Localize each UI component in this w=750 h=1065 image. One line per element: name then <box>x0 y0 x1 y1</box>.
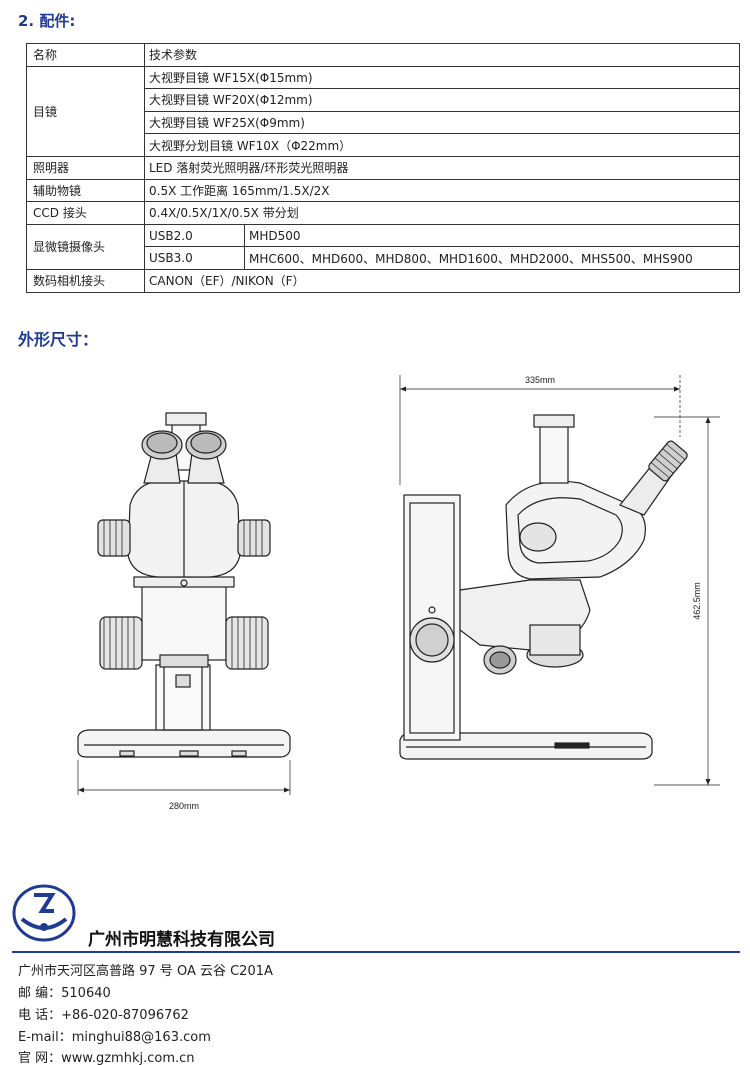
ccd-label: CCD 接头 <box>26 201 145 225</box>
postcode-value: 510640 <box>61 986 111 1001</box>
eyepiece-item: 大视野分划目镜 WF10X（Φ22mm） <box>144 133 740 157</box>
divider <box>12 951 740 953</box>
side-height-label: 462.5mm <box>692 582 702 620</box>
side-view: 335mm 462.5mm <box>399 375 720 786</box>
eyepiece-label: 目镜 <box>26 65 145 157</box>
camera-models: MHD500 <box>244 223 740 248</box>
header-spec: 技术参数 <box>144 43 740 67</box>
company-name: 广州市明慧科技有限公司 <box>88 930 275 950</box>
company-logo <box>12 884 76 942</box>
camera-label: 显微镜摄像头 <box>26 223 145 270</box>
ccd-value: 0.4X/0.5X/1X/0.5X 带分划 <box>144 201 740 225</box>
dslr-label: 数码相机接头 <box>26 268 145 293</box>
table-row: USB3.0 MHC600、MHD600、MHD800、MHD1600、MHD2… <box>27 246 740 270</box>
camera-models: MHC600、MHD600、MHD800、MHD1600、MHD2000、MHS… <box>244 246 740 270</box>
dimension-drawing: 280mm <box>77 375 720 811</box>
website-line: 官 网：www.gzmhkj.com.cn <box>18 1047 195 1065</box>
illumination-value: LED 落射荧光照明器/环形荧光照明器 <box>144 155 740 180</box>
camera-type: USB3.0 <box>144 246 245 270</box>
front-width-label: 280mm <box>169 801 199 811</box>
website-link[interactable]: www.gzmhkj.com.cn <box>61 1051 195 1065</box>
table-row: CCD 接头 0.4X/0.5X/1X/0.5X 带分划 <box>26 201 740 225</box>
focus-knob-left <box>99 616 143 670</box>
focus-knob-right <box>225 616 269 670</box>
accessories-table: 名称 技术参数 目镜 大视野目镜 WF15X(Φ15mm) 大视野目镜 WF20… <box>26 43 740 293</box>
website-label: 官 网： <box>18 1051 62 1065</box>
table-row: 辅助物镜 0.5X 工作距离 165mm/1.5X/2X <box>26 178 740 203</box>
email-link[interactable]: minghui88@163.com <box>71 1030 211 1045</box>
dslr-value: CANON（EF）/NIKON（F） <box>144 268 740 293</box>
email-line: E-mail：minghui88@163.com <box>18 1026 211 1045</box>
phone-label: 电 话： <box>18 1008 62 1023</box>
accessories-title: 2. 配件: <box>18 12 76 30</box>
postcode-label: 邮 编： <box>18 986 62 1001</box>
table-row: 照明器 LED 落射荧光照明器/环形荧光照明器 <box>26 155 740 180</box>
company-address: 广州市天河区高普路 97 号 OA 云谷 C201A <box>18 964 273 979</box>
table-row: 显微镜摄像头 USB2.0 MHD500 <box>26 223 740 270</box>
table-row: 数码相机接头 CANON（EF）/NIKON（F） <box>26 268 740 293</box>
eyepiece-item: 大视野目镜 WF25X(Φ9mm) <box>144 110 740 135</box>
aux-objective-value: 0.5X 工作距离 165mm/1.5X/2X <box>144 178 740 203</box>
table-row: 名称 技术参数 <box>26 43 740 67</box>
phone-line: 电 话：+86-020-87096762 <box>18 1004 189 1023</box>
header-name: 名称 <box>26 43 145 67</box>
phone-value[interactable]: +86-020-87096762 <box>61 1008 189 1023</box>
eyepiece-item: 大视野目镜 WF15X(Φ15mm) <box>144 65 740 90</box>
aux-objective-label: 辅助物镜 <box>26 178 145 203</box>
side-width-label: 335mm <box>525 375 555 385</box>
dimensions-title: 外形尺寸： <box>18 330 99 349</box>
camera-type: USB2.0 <box>144 223 245 248</box>
eyepiece-item: 大视野目镜 WF20X(Φ12mm) <box>144 88 740 112</box>
postcode-line: 邮 编：510640 <box>18 982 111 1001</box>
email-label: E-mail： <box>18 1030 72 1045</box>
table-row: 目镜 大视野目镜 WF15X(Φ15mm) <box>26 65 740 157</box>
front-view: 280mm <box>77 412 291 811</box>
illumination-label: 照明器 <box>26 155 145 180</box>
